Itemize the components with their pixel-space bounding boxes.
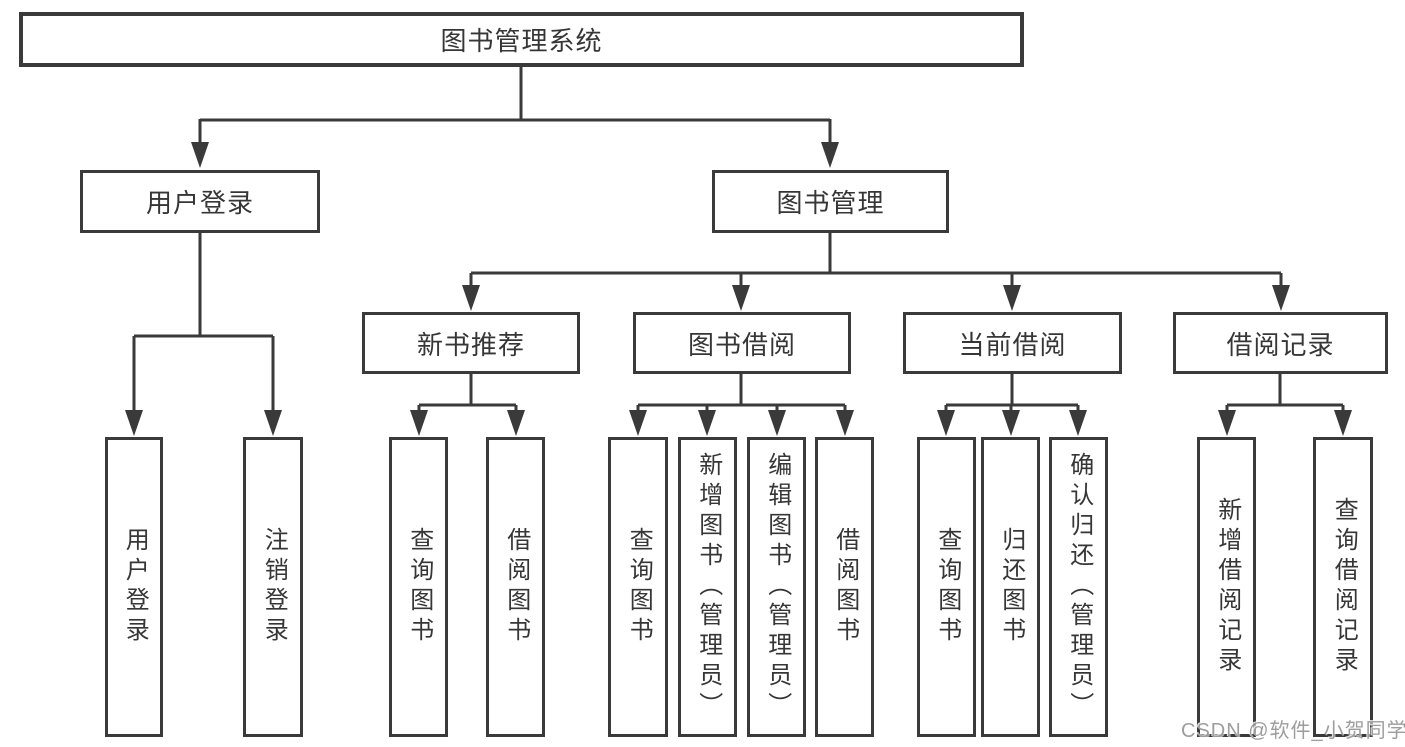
leaf-return-books: 归还图书 xyxy=(981,437,1040,737)
arrow-icon xyxy=(507,410,525,436)
node-new-book-recommend: 新书推荐 xyxy=(362,312,580,374)
leaf-logout: 注销登录 xyxy=(243,437,303,737)
node-current-borrow: 当前借阅 xyxy=(903,312,1122,374)
arrow-icon xyxy=(629,410,647,436)
connector-bookborrow-to-leaves xyxy=(636,373,847,414)
connector-newbook-to-leaves xyxy=(417,373,518,414)
arrow-icon xyxy=(1334,410,1352,436)
node-user-login: 用户登录 xyxy=(80,170,320,233)
node-label: 用户登录 xyxy=(145,188,254,218)
leaf-add-books-admin: 新增图书（管理员） xyxy=(678,437,737,737)
leaf-query-books-borrow: 查询图书 xyxy=(608,437,668,737)
arrow-icon xyxy=(1002,410,1020,436)
arrow-icon xyxy=(1218,410,1236,436)
leaf-user-login: 用户登录 xyxy=(105,437,163,737)
node-label: 借阅图书 xyxy=(831,527,859,647)
node-book-borrow: 图书借阅 xyxy=(633,312,851,374)
arrow-icon xyxy=(125,410,143,436)
leaf-query-books-current: 查询图书 xyxy=(917,437,976,737)
node-label: 归还图书 xyxy=(997,527,1025,647)
connector-root-to-level2 xyxy=(198,66,832,146)
arrow-icon xyxy=(410,410,428,436)
node-label: 确认归还（管理员） xyxy=(1065,452,1093,722)
node-label: 编辑图书（管理员） xyxy=(763,452,791,722)
node-borrow-records: 借阅记录 xyxy=(1173,312,1388,374)
node-label: 新增借阅记录 xyxy=(1213,497,1241,677)
arrow-icon xyxy=(698,410,716,436)
node-book-management: 图书管理 xyxy=(712,170,949,233)
arrow-icon xyxy=(937,410,955,436)
connector-currentborrow-to-leaves xyxy=(944,373,1080,414)
arrow-icon xyxy=(1069,410,1087,436)
node-label: 图书管理系统 xyxy=(440,26,603,56)
node-label: 查询图书 xyxy=(625,527,653,647)
arrow-icon xyxy=(264,410,282,436)
connector-records-to-leaves xyxy=(1225,373,1345,414)
connector-userlogin-to-leaves xyxy=(132,232,275,414)
node-label: 注销登录 xyxy=(260,527,288,647)
leaf-add-borrow-record: 新增借阅记录 xyxy=(1197,437,1256,737)
node-label: 新书推荐 xyxy=(416,329,525,360)
node-label: 图书管理 xyxy=(776,188,885,218)
arrow-icon xyxy=(1272,285,1290,311)
node-label: 图书借阅 xyxy=(687,329,796,360)
leaf-query-borrow-record: 查询借阅记录 xyxy=(1313,437,1373,737)
leaf-borrow-books-recommend: 借阅图书 xyxy=(486,437,545,737)
connector-bookmgmt-to-level3 xyxy=(469,232,1283,290)
arrow-icon xyxy=(462,285,480,311)
csdn-watermark: CSDN @软件_小贺同学 xyxy=(1181,720,1405,742)
leaf-query-books-recommend: 查询图书 xyxy=(389,437,448,737)
arrow-icon xyxy=(768,410,786,436)
node-root-system: 图书管理系统 xyxy=(19,12,1024,67)
node-label: 借阅图书 xyxy=(502,527,530,647)
arrow-icon xyxy=(836,410,854,436)
node-label: 借阅记录 xyxy=(1226,329,1335,360)
node-label: 新增图书（管理员） xyxy=(694,452,722,722)
node-label: 查询图书 xyxy=(405,527,433,647)
leaf-borrow-books: 借阅图书 xyxy=(815,437,874,737)
arrow-icon xyxy=(732,285,750,311)
arrowheads xyxy=(125,142,1352,436)
leaf-confirm-return-admin: 确认归还（管理员） xyxy=(1049,437,1108,737)
arrow-icon xyxy=(821,142,839,168)
node-label: 当前借阅 xyxy=(958,329,1067,360)
node-label: 用户登录 xyxy=(121,527,149,647)
leaf-edit-books-admin: 编辑图书（管理员） xyxy=(747,437,806,737)
arrow-icon xyxy=(191,142,209,168)
node-label: 查询图书 xyxy=(933,527,961,647)
node-label: 查询借阅记录 xyxy=(1330,497,1358,677)
arrow-icon xyxy=(1003,285,1021,311)
